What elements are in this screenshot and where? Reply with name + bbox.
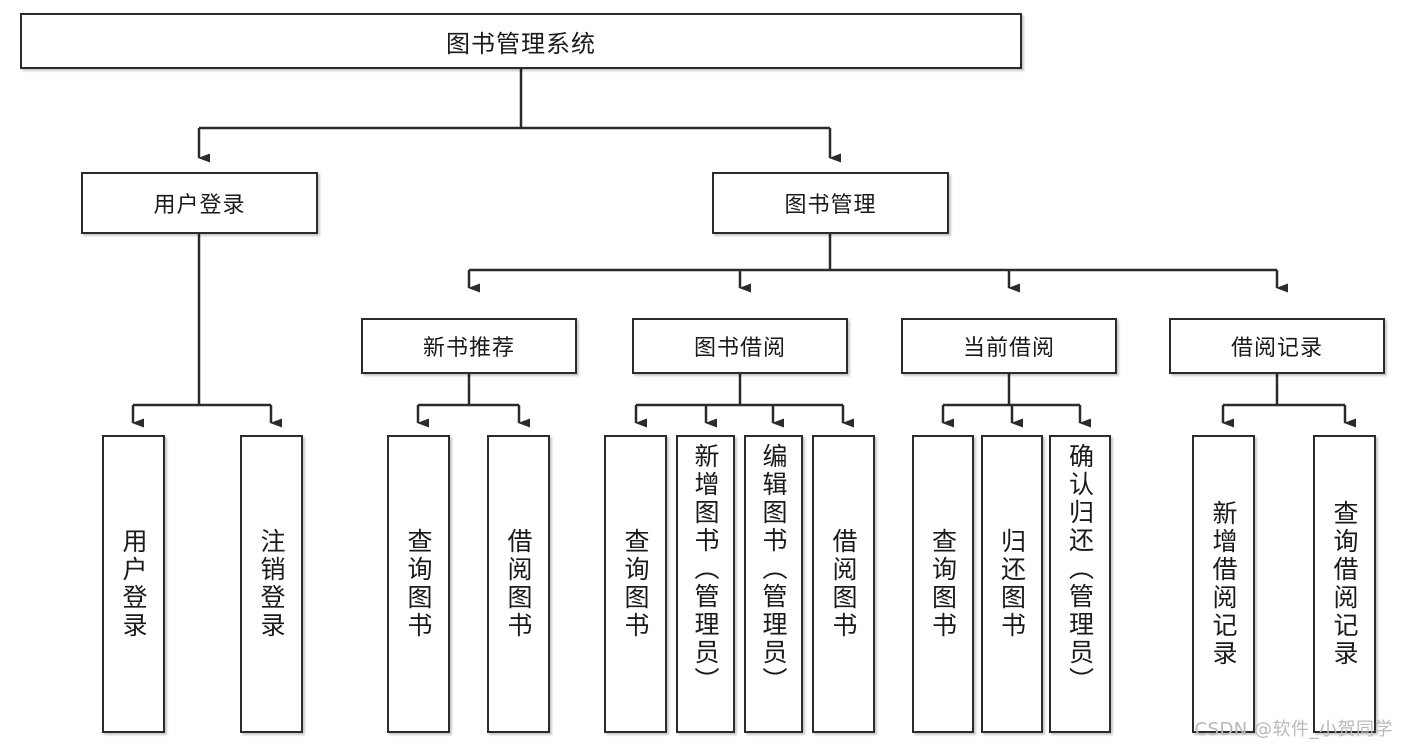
node-book-management[interactable]: 图书管理 bbox=[712, 172, 949, 234]
leaf-current-query-book[interactable]: 查询图书 bbox=[912, 435, 974, 733]
node-label: 图书借阅 bbox=[693, 336, 786, 361]
node-label: 借阅记录 bbox=[1230, 336, 1323, 361]
leaf-borrow-add-book-admin[interactable]: 新增图书（管理员） bbox=[676, 435, 735, 733]
node-label: 借阅图书 bbox=[829, 528, 858, 640]
node-label: 当前借阅 bbox=[962, 336, 1055, 361]
node-new-book-recommend[interactable]: 新书推荐 bbox=[361, 318, 577, 374]
leaf-record-query-record[interactable]: 查询借阅记录 bbox=[1313, 435, 1376, 733]
node-label: 用户登录 bbox=[153, 193, 246, 218]
leaf-user-login-login[interactable]: 用户登录 bbox=[102, 435, 165, 733]
leaf-new-book-borrow-book[interactable]: 借阅图书 bbox=[487, 435, 550, 733]
watermark-text: CSDN @软件_小贺同学 bbox=[1194, 719, 1393, 740]
node-label: 图书管理 bbox=[784, 193, 877, 218]
leaf-user-login-logout[interactable]: 注销登录 bbox=[240, 435, 303, 733]
node-label: 借阅图书 bbox=[504, 528, 533, 640]
leaf-current-confirm-return-admin[interactable]: 确认归还（管理员） bbox=[1049, 435, 1111, 733]
node-label: 查询图书 bbox=[621, 528, 650, 640]
node-label: 注销登录 bbox=[257, 528, 286, 640]
node-label: 查询图书 bbox=[928, 528, 958, 640]
node-label: 编辑图书（管理员） bbox=[759, 443, 788, 695]
leaf-new-book-query-book[interactable]: 查询图书 bbox=[387, 435, 450, 733]
node-label: 归还图书 bbox=[997, 528, 1027, 640]
node-user-login[interactable]: 用户登录 bbox=[81, 172, 318, 234]
node-label: 图书管理系统 bbox=[446, 29, 596, 58]
node-label: 查询图书 bbox=[404, 528, 433, 640]
node-label: 新增图书（管理员） bbox=[691, 443, 720, 695]
node-current-borrow[interactable]: 当前借阅 bbox=[901, 318, 1117, 374]
leaf-borrow-edit-book-admin[interactable]: 编辑图书（管理员） bbox=[744, 435, 803, 733]
leaf-record-add-record[interactable]: 新增借阅记录 bbox=[1192, 435, 1255, 733]
node-label: 新书推荐 bbox=[422, 336, 515, 361]
node-label: 查询借阅记录 bbox=[1330, 500, 1359, 668]
node-book-borrow[interactable]: 图书借阅 bbox=[632, 318, 848, 374]
node-label: 用户登录 bbox=[119, 528, 148, 640]
leaf-current-return-book[interactable]: 归还图书 bbox=[981, 435, 1043, 733]
node-label: 新增借阅记录 bbox=[1209, 500, 1238, 668]
node-root-book-management-system[interactable]: 图书管理系统 bbox=[20, 13, 1022, 69]
node-label: 确认归还（管理员） bbox=[1065, 443, 1095, 695]
leaf-borrow-borrow-book[interactable]: 借阅图书 bbox=[812, 435, 875, 733]
node-borrow-record[interactable]: 借阅记录 bbox=[1169, 318, 1385, 374]
leaf-borrow-query-book[interactable]: 查询图书 bbox=[604, 435, 667, 733]
